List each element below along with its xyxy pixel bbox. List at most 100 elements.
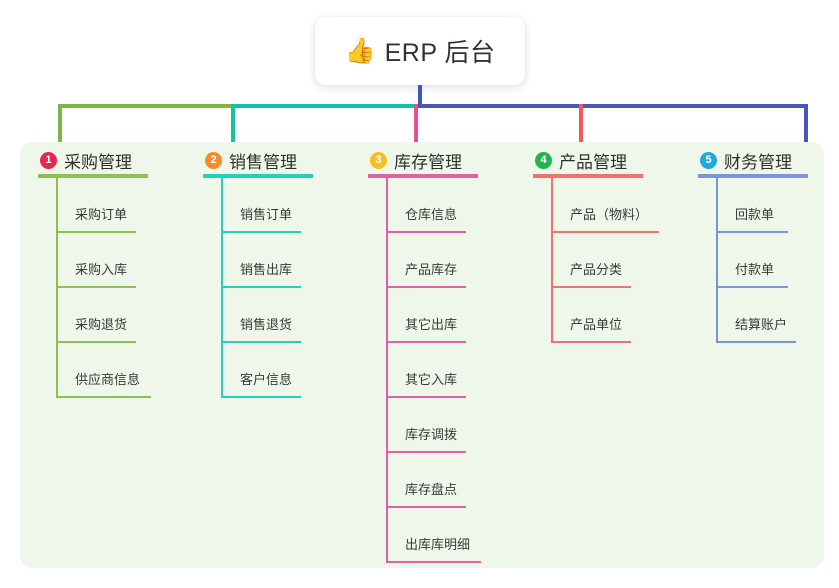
branch-item-label: 采购入库	[75, 262, 128, 277]
branch-title-label: 产品管理	[559, 152, 627, 172]
branch-title-label: 销售管理	[229, 152, 297, 172]
branch-column-采购管理: 1 采购管理采购订单采购入库采购退货供应商信息	[38, 146, 151, 398]
branch-header-rule	[203, 174, 313, 178]
branch-item[interactable]: 库存调拨	[368, 398, 466, 453]
branch-number-badge-3: 3	[370, 151, 387, 169]
branch-item-label: 销售出库	[240, 262, 293, 277]
branch-item[interactable]: 出库库明细	[368, 508, 481, 563]
branch-header-rule	[698, 174, 808, 178]
branch-item-label: 产品库存	[405, 262, 458, 277]
branch-item-list: 销售订单销售出库销售退货客户信息	[203, 178, 301, 398]
branch-item-rule	[56, 231, 136, 233]
branch-item-rule	[716, 231, 788, 233]
branch-item[interactable]: 回款单	[698, 178, 792, 233]
root-connector-stem	[418, 85, 422, 107]
branch-item-label: 产品分类	[570, 262, 623, 277]
branch-item-label: 其它入库	[405, 372, 458, 387]
branch-item-list: 仓库信息产品库存其它出库其它入库库存调拨库存盘点出库库明细	[368, 178, 481, 563]
branch-item-rule	[551, 231, 659, 233]
branch-spine	[716, 178, 718, 343]
root-node-erp-backend[interactable]: 👍 ERP 后台	[315, 17, 525, 85]
branch-item-rule	[56, 341, 136, 343]
branch-item[interactable]: 供应商信息	[38, 343, 151, 398]
branch-column-销售管理: 2 销售管理销售订单销售出库销售退货客户信息	[203, 146, 313, 398]
branch-item-label: 付款单	[735, 262, 775, 277]
branch-column-财务管理: 5 财务管理回款单付款单结算账户	[698, 146, 808, 343]
branch-item-list: 回款单付款单结算账户	[698, 178, 796, 343]
branch-item-list: 产品（物料） 产品分类产品单位	[533, 178, 659, 343]
branch-item-rule	[551, 286, 631, 288]
bus-segment-blue	[416, 104, 806, 108]
branch-item[interactable]: 客户信息	[203, 343, 301, 398]
branch-item-rule	[221, 231, 301, 233]
branch-item-label: 销售退货	[240, 317, 293, 332]
branch-item[interactable]: 付款单	[698, 233, 792, 288]
branch-number-badge-1: 1	[40, 151, 57, 169]
branch-item-rule	[386, 286, 466, 288]
bus-segment-teal	[233, 104, 418, 108]
branch-spine	[386, 178, 388, 563]
branch-number-badge-4: 4	[535, 151, 552, 169]
branch-item-label: 产品单位	[570, 317, 623, 332]
branch-item-list: 采购订单采购入库采购退货供应商信息	[38, 178, 151, 398]
branch-header-rule	[533, 174, 643, 178]
branch-item-rule	[221, 396, 301, 398]
branch-item-rule	[56, 286, 136, 288]
branch-column-库存管理: 3 库存管理仓库信息产品库存其它出库其它入库库存调拨库存盘点出库库明细	[368, 146, 481, 563]
branch-header-rule	[368, 174, 478, 178]
branch-spine	[221, 178, 223, 398]
root-node-title: ERP 后台	[384, 39, 496, 67]
branch-item-label: 客户信息	[240, 372, 293, 387]
branch-item[interactable]: 销售退货	[203, 288, 301, 343]
branch-item[interactable]: 仓库信息	[368, 178, 466, 233]
branch-item-label: 库存盘点	[405, 482, 458, 497]
branch-column-产品管理: 4 产品管理产品（物料） 产品分类产品单位	[533, 146, 659, 343]
connector-stub-5	[804, 104, 808, 142]
branch-item[interactable]: 其它入库	[368, 343, 466, 398]
branch-item-rule	[386, 396, 466, 398]
branch-item-label: 出库库明细	[405, 537, 471, 552]
branch-item-rule	[221, 341, 301, 343]
branch-item[interactable]: 销售出库	[203, 233, 301, 288]
branch-title-label: 采购管理	[64, 152, 132, 172]
branch-number-badge-2: 2	[205, 151, 222, 169]
branch-item[interactable]: 采购入库	[38, 233, 136, 288]
branch-item-label: 结算账户	[735, 317, 788, 332]
branch-number-badge-5: 5	[700, 151, 717, 169]
branch-title-label: 库存管理	[394, 152, 462, 172]
branch-item-rule	[386, 561, 481, 563]
branch-item[interactable]: 销售订单	[203, 178, 301, 233]
branch-item-label: 产品（物料）	[570, 207, 649, 222]
branch-spine	[551, 178, 553, 343]
branch-item[interactable]: 产品分类	[533, 233, 631, 288]
bus-segment-green	[60, 104, 235, 108]
branch-header-库存管理[interactable]: 3 库存管理	[368, 146, 462, 174]
branch-item[interactable]: 采购订单	[38, 178, 136, 233]
branch-item-label: 仓库信息	[405, 207, 458, 222]
branch-item[interactable]: 结算账户	[698, 288, 796, 343]
branch-item-label: 回款单	[735, 207, 775, 222]
branch-item-label: 销售订单	[240, 207, 293, 222]
branch-item[interactable]: 产品单位	[533, 288, 631, 343]
diagram-background-panel	[20, 142, 824, 568]
branch-item[interactable]: 其它出库	[368, 288, 466, 343]
branch-item[interactable]: 库存盘点	[368, 453, 466, 508]
thumbs-up-icon: 👍	[344, 36, 376, 65]
branch-item-rule	[551, 341, 631, 343]
connector-stub-2	[231, 104, 235, 142]
branch-header-销售管理[interactable]: 2 销售管理	[203, 146, 297, 174]
branch-title-label: 财务管理	[724, 152, 792, 172]
branch-header-采购管理[interactable]: 1 采购管理	[38, 146, 132, 174]
branch-header-财务管理[interactable]: 5 财务管理	[698, 146, 792, 174]
branch-item-rule	[386, 506, 466, 508]
branch-item[interactable]: 采购退货	[38, 288, 136, 343]
branch-item-label: 库存调拨	[405, 427, 458, 442]
branch-item[interactable]: 产品库存	[368, 233, 466, 288]
branch-item-rule	[386, 231, 466, 233]
branch-item[interactable]: 产品（物料）	[533, 178, 659, 233]
connector-stub-1	[58, 104, 62, 142]
branch-header-产品管理[interactable]: 4 产品管理	[533, 146, 627, 174]
branch-item-rule	[386, 341, 466, 343]
branch-item-rule	[716, 286, 788, 288]
